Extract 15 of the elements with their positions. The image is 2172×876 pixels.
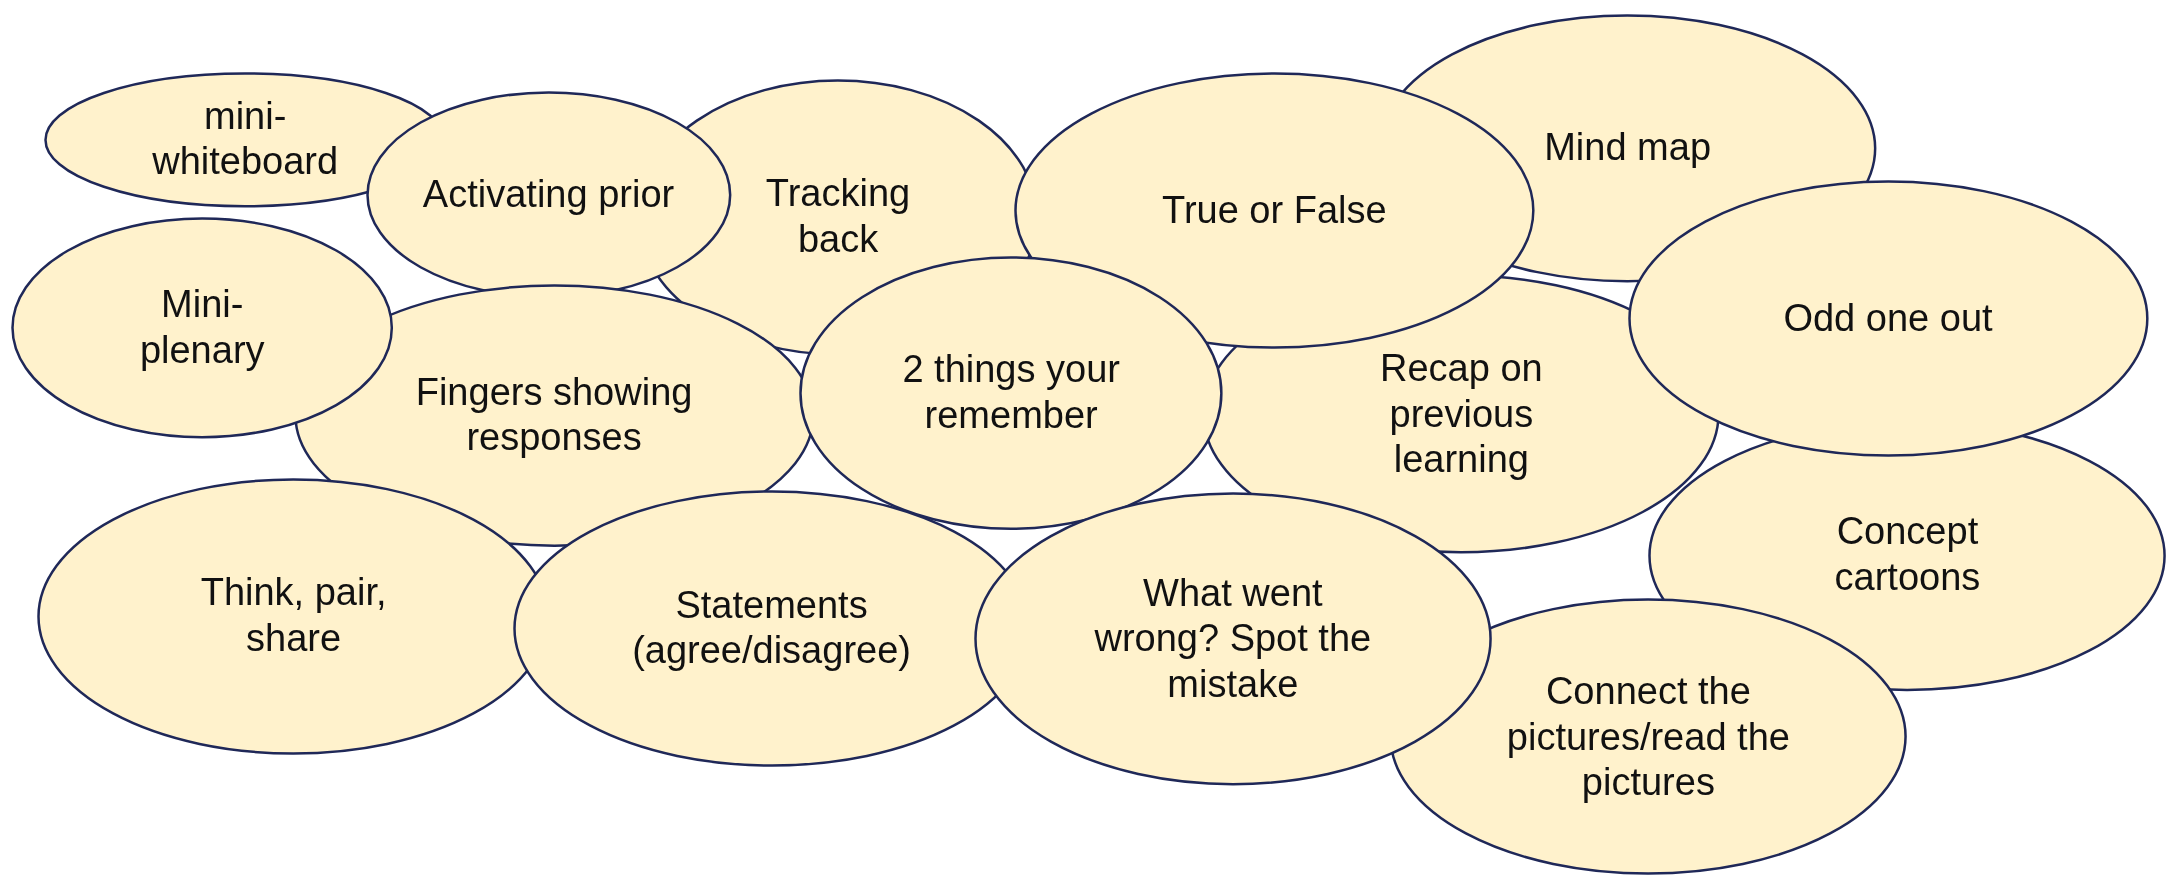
bubble-text: Statements (agree/disagree) bbox=[631, 583, 912, 674]
bubble-text: Recap on previous learning bbox=[1379, 345, 1544, 482]
bubble-text: Think, pair, share bbox=[199, 570, 388, 662]
bubble-text: What went wrong? Spot the mistake bbox=[1093, 570, 1373, 707]
bubble-text: Activating prior bbox=[421, 172, 676, 218]
bubble-text: Connect the pictures/read the pictures bbox=[1505, 668, 1791, 805]
bubble-text: Odd one out bbox=[1782, 295, 1994, 341]
bubble-text: Tracking back bbox=[764, 171, 912, 263]
bubble-text: Concept cartoons bbox=[1833, 509, 1982, 601]
bubble-text: mini-whiteboard bbox=[151, 94, 340, 185]
bubble-text: True or False bbox=[1161, 187, 1388, 233]
bubble-text: 2 things your remember bbox=[901, 347, 1121, 439]
bubble-text: Fingers showing responses bbox=[414, 369, 694, 461]
bubble-text: Mind map bbox=[1543, 125, 1712, 171]
bubble-text: Mini-plenary bbox=[138, 282, 266, 374]
